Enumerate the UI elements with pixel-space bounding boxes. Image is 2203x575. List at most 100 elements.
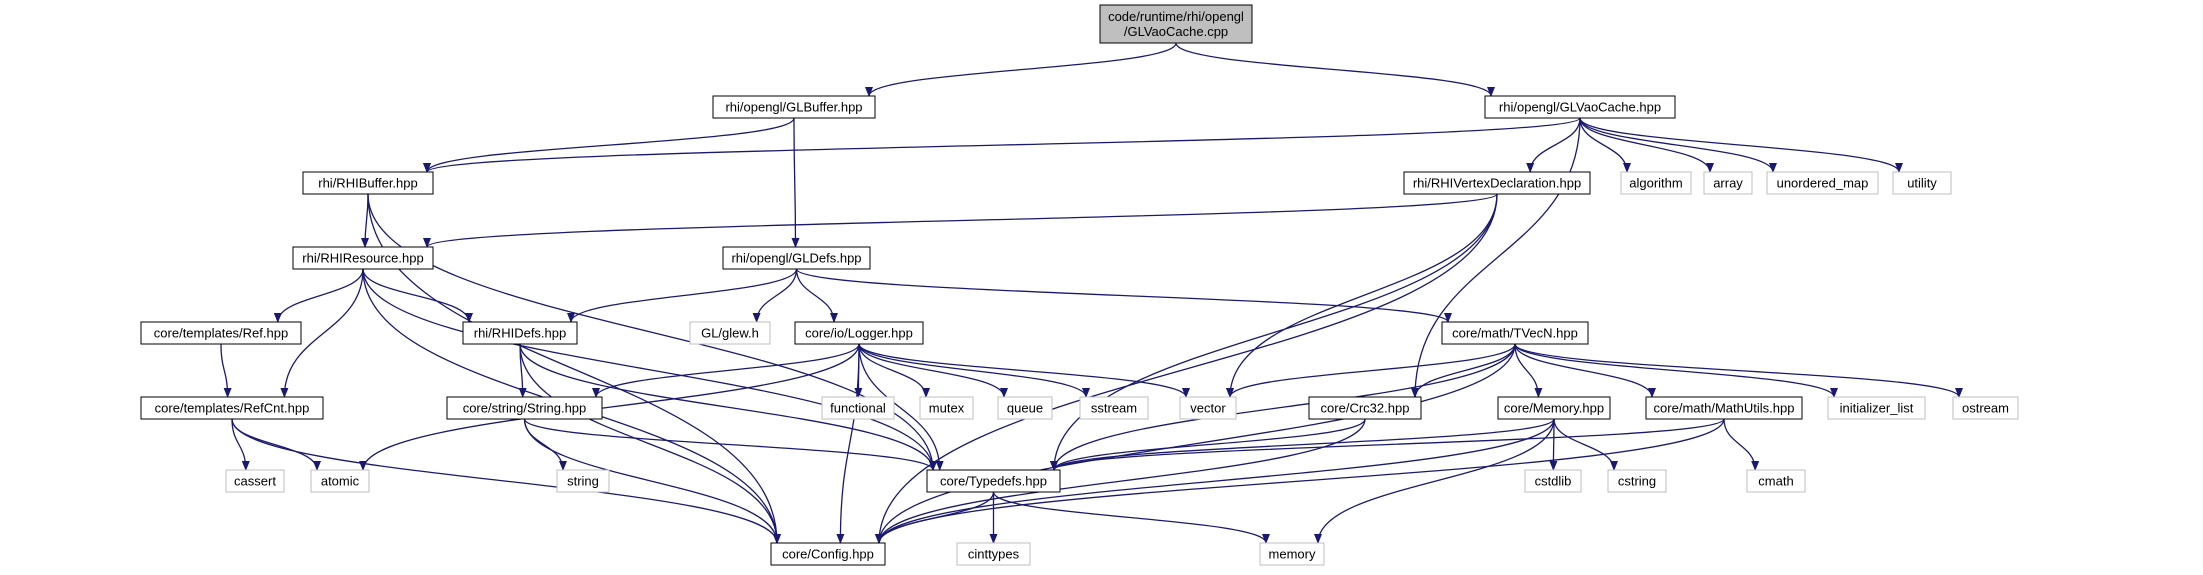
node-refcnt[interactable]: core/templates/RefCnt.hpp bbox=[140, 396, 324, 420]
edge-memory_hpp-to-config bbox=[875, 418, 1555, 544]
edge-tvecn-to-vector bbox=[1226, 343, 1516, 398]
edge-string_hpp-to-typedefs bbox=[523, 418, 937, 471]
node-config[interactable]: core/Config.hpp bbox=[770, 542, 886, 566]
node-mutex: mutex bbox=[919, 396, 974, 420]
edge-memory_hpp-to-typedefs bbox=[1050, 418, 1555, 471]
node-functional: functional bbox=[821, 396, 895, 420]
edge-glbuffer-to-rhibuffer bbox=[423, 117, 795, 173]
node-box-glew bbox=[689, 321, 771, 345]
node-label-memory_std: memory bbox=[1269, 547, 1316, 562]
node-label-glew: GL/glew.h bbox=[701, 326, 759, 341]
node-queue: queue bbox=[997, 396, 1053, 420]
node-glew: GL/glew.h bbox=[689, 321, 771, 345]
node-label-cassert: cassert bbox=[234, 474, 276, 489]
edge-tvecn-to-ostream bbox=[1514, 343, 1963, 398]
node-label-string_hpp: core/string/String.hpp bbox=[463, 401, 587, 416]
edge-rhivertexdecl-to-vector bbox=[1226, 193, 1498, 398]
edge-glvaocache-to-array bbox=[1579, 117, 1714, 173]
edge-ref-to-refcnt bbox=[220, 343, 232, 398]
edge-rhibuffer-to-typedefs bbox=[367, 193, 937, 471]
node-label-rhidefs: rhi/RHIDefs.hpp bbox=[474, 326, 566, 341]
node-label-refcnt: core/templates/RefCnt.hpp bbox=[155, 401, 310, 416]
edge-refcnt-to-config bbox=[231, 418, 781, 544]
node-glvaocache[interactable]: rhi/opengl/GLVaoCache.hpp bbox=[1484, 95, 1676, 119]
nodes-layer: code/runtime/rhi/opengl/GLVaoCache.cpp rh… bbox=[140, 4, 2019, 566]
edge-mathutils-to-typedefs bbox=[1050, 418, 1725, 471]
node-gldefs[interactable]: rhi/opengl/GLDefs.hpp bbox=[722, 246, 871, 270]
node-string_hpp[interactable]: core/string/String.hpp bbox=[446, 396, 603, 420]
edge-glbuffer-to-gldefs bbox=[791, 117, 800, 248]
node-cstdlib: cstdlib bbox=[1524, 469, 1582, 493]
node-glbuffer[interactable]: rhi/opengl/GLBuffer.hpp bbox=[712, 95, 876, 119]
node-box-memory_hpp bbox=[1497, 396, 1611, 420]
edge-rhidefs-to-config bbox=[519, 343, 781, 544]
node-box-root bbox=[1099, 4, 1253, 44]
edge-tvecn-to-crc32 bbox=[1411, 343, 1516, 398]
edge-rhibuffer-to-rhiresource bbox=[361, 193, 370, 248]
node-unordered_map: unordered_map bbox=[1766, 171, 1879, 195]
edge-crc32-to-config bbox=[875, 418, 1366, 544]
node-rhiresource[interactable]: rhi/RHIResource.hpp bbox=[292, 246, 434, 270]
node-box-utility bbox=[1892, 171, 1952, 195]
node-label-functional: functional bbox=[830, 401, 886, 416]
node-box-glbuffer bbox=[712, 95, 876, 119]
node-box-gldefs bbox=[722, 246, 871, 270]
node-label-cstdlib: cstdlib bbox=[1535, 474, 1572, 489]
edge-tvecn-to-typedefs bbox=[1050, 343, 1516, 471]
node-crc32[interactable]: core/Crc32.hpp bbox=[1308, 396, 1422, 420]
node-label-crc32: core/Crc32.hpp bbox=[1321, 401, 1410, 416]
node-rhibuffer[interactable]: rhi/RHIBuffer.hpp bbox=[302, 171, 434, 195]
node-label-glbuffer: rhi/opengl/GLBuffer.hpp bbox=[725, 100, 862, 115]
node-cassert: cassert bbox=[225, 469, 285, 493]
node-label-sstream: sstream bbox=[1091, 401, 1137, 416]
node-ref[interactable]: core/templates/Ref.hpp bbox=[140, 321, 302, 345]
node-box-refcnt bbox=[140, 396, 324, 420]
edge-logger-to-string_hpp bbox=[592, 343, 860, 398]
node-tvecn[interactable]: core/math/TVecN.hpp bbox=[1441, 321, 1589, 345]
node-label-gldefs: rhi/opengl/GLDefs.hpp bbox=[731, 251, 861, 266]
node-label-tvecn: core/math/TVecN.hpp bbox=[1452, 326, 1578, 341]
node-label-unordered_map: unordered_map bbox=[1777, 176, 1869, 191]
node-rhivertexdecl[interactable]: rhi/RHIVertexDeclaration.hpp bbox=[1403, 171, 1591, 195]
edge-memory_hpp-to-memory_std bbox=[1314, 418, 1555, 544]
node-label-config: core/Config.hpp bbox=[782, 547, 874, 562]
node-initializer_list: initializer_list bbox=[1827, 396, 1926, 420]
node-box-array bbox=[1703, 171, 1753, 195]
node-mathutils[interactable]: core/math/MathUtils.hpp bbox=[1645, 396, 1803, 420]
node-cmath: cmath bbox=[1746, 469, 1806, 493]
node-label-logger: core/io/Logger.hpp bbox=[805, 326, 913, 341]
edge-gldefs-to-logger bbox=[795, 268, 838, 323]
node-utility: utility bbox=[1892, 171, 1952, 195]
node-box-logger bbox=[794, 321, 924, 345]
node-label-ostream: ostream bbox=[1962, 401, 2009, 416]
node-label-atomic: atomic bbox=[321, 474, 360, 489]
node-memory_std: memory bbox=[1259, 542, 1325, 566]
node-logger[interactable]: core/io/Logger.hpp bbox=[794, 321, 924, 345]
edge-rhiresource-to-rhidefs bbox=[362, 268, 473, 323]
node-box-ref bbox=[140, 321, 302, 345]
edge-rhivertexdecl-to-typedefs bbox=[1050, 193, 1498, 471]
node-root[interactable]: code/runtime/rhi/opengl/GLVaoCache.cpp bbox=[1099, 4, 1253, 44]
node-label-cinttypes: cinttypes bbox=[968, 547, 1020, 562]
node-box-vector bbox=[1179, 396, 1237, 420]
node-label-algorithm: algorithm bbox=[1629, 176, 1682, 191]
edge-tvecn-to-config bbox=[875, 343, 1516, 544]
edge-rhidefs-to-typedefs bbox=[519, 343, 937, 471]
node-rhidefs[interactable]: rhi/RHIDefs.hpp bbox=[462, 321, 578, 345]
edge-rhiresource-to-typedefs bbox=[362, 268, 937, 471]
edge-glvaocache-to-unordered_map bbox=[1579, 117, 1777, 173]
node-memory_hpp[interactable]: core/Memory.hpp bbox=[1497, 396, 1611, 420]
edge-logger-to-config bbox=[836, 343, 860, 544]
node-typedefs[interactable]: core/Typedefs.hpp bbox=[926, 469, 1061, 493]
edge-root-to-glbuffer bbox=[865, 42, 1177, 97]
edge-logger-to-atomic bbox=[359, 343, 860, 471]
node-box-cstdlib bbox=[1524, 469, 1582, 493]
edge-logger-to-vector bbox=[858, 343, 1190, 398]
node-box-ostream bbox=[1952, 396, 2019, 420]
node-label-array: array bbox=[1713, 176, 1743, 191]
edge-typedefs-to-config bbox=[875, 491, 995, 544]
edge-glvaocache-to-crc32 bbox=[1411, 117, 1581, 398]
node-box-mathutils bbox=[1645, 396, 1803, 420]
edge-logger-to-typedefs bbox=[858, 343, 944, 471]
node-box-cstring bbox=[1607, 469, 1667, 493]
